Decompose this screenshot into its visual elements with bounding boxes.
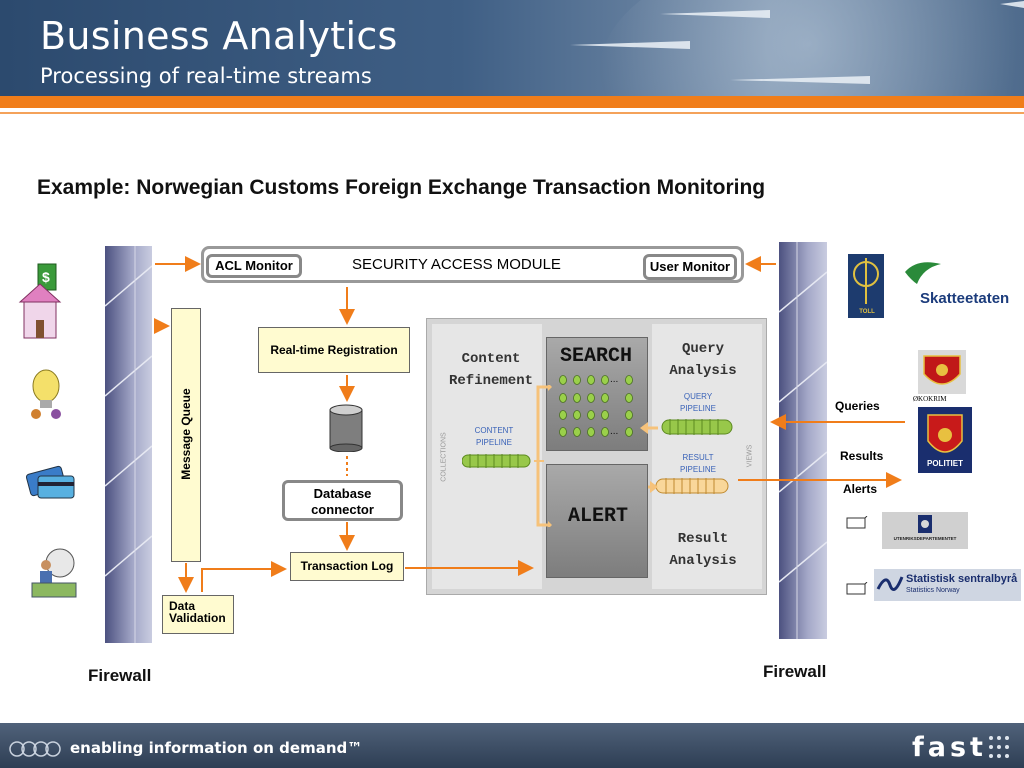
footer-bar [0, 723, 1024, 768]
page-title: Business Analytics [40, 14, 398, 58]
ssb-logo-text: Statistisk sentralbyrå [906, 573, 1018, 585]
ssb-logo-subtext: Statistics Norway [906, 587, 960, 594]
arrow-decorations [570, 1, 1024, 84]
header-banner [0, 0, 1024, 96]
search-index-grid: ... ... [559, 374, 633, 437]
skatteetaten-logo-text: Skatteetaten [920, 290, 1010, 307]
footer-tagline: enabling information on demand™ [70, 739, 363, 757]
result-analysis-label: Result Analysis [669, 531, 737, 569]
engine-right-panel [652, 324, 762, 589]
query-pipeline-coil [661, 419, 733, 435]
database-connector-box: Database connector [282, 480, 403, 521]
engine-arrows [534, 422, 658, 493]
svg-text:...: ... [610, 426, 618, 437]
alert-panel [546, 464, 648, 578]
content-refinement-label: Content Refinement [448, 351, 533, 389]
house-money-icon: $ [18, 263, 62, 339]
engine-bracket [536, 385, 552, 527]
svg-text:...: ... [610, 374, 618, 385]
okokrim-logo [918, 350, 966, 394]
orange-divider [0, 96, 1024, 108]
query-pipeline-label: QUERY PIPELINE [679, 392, 716, 413]
skatteetaten-swoosh-icon [905, 262, 941, 284]
toll-logo [848, 254, 884, 318]
results-label: Results [840, 449, 884, 463]
right-firewall-label: Firewall [763, 662, 827, 681]
svg-text:$: $ [42, 269, 50, 285]
toll-logo-text: TOLL [859, 309, 875, 315]
ud-crest-icon [918, 515, 932, 533]
left-firewall [105, 246, 152, 643]
result-pipeline-label: RESULT PIPELINE [679, 453, 716, 474]
ssb-logo: Statistisk sentralbyrå Statistics Norway [874, 569, 1021, 601]
left-firewall-label: Firewall [88, 666, 152, 685]
slide-heading: Example: Norwegian Customs Foreign Excha… [37, 176, 766, 199]
page-subtitle: Processing of real-time streams [40, 64, 372, 88]
orange-thin-divider [0, 112, 1024, 114]
security-module-label: SECURITY ACCESS MODULE [352, 256, 561, 273]
politiet-logo [918, 407, 972, 473]
database-icon [329, 404, 363, 452]
search-label: SEARCH [560, 345, 633, 368]
right-firewall [779, 242, 827, 639]
fast-dots-icon [989, 736, 1009, 758]
alerts-label: Alerts [843, 482, 878, 496]
lightbulb-people-icon [31, 369, 61, 419]
envelope-icon [846, 516, 868, 529]
user-monitor-box: User Monitor [643, 254, 737, 280]
politiet-label: POLITIET [927, 459, 963, 468]
envelope-icon [846, 582, 868, 595]
rings-logo-icon [9, 741, 61, 757]
acl-monitor-box: ACL Monitor [206, 254, 302, 278]
data-validation-box: Data Validation [162, 595, 234, 634]
query-analysis-label: Query Analysis [669, 341, 737, 379]
fast-logo: fast [912, 732, 987, 763]
realtime-registration-box: Real-time Registration [258, 327, 410, 373]
ssb-wave-icon [876, 576, 904, 591]
message-queue-box [171, 308, 201, 562]
ud-logo-text: UTENRIKSDEPARTEMENTET [893, 536, 957, 541]
ud-logo: UTENRIKSDEPARTEMENTET [882, 512, 968, 549]
okokrim-label: ØKOKRIM [913, 395, 947, 403]
content-pipeline-label: CONTENT PIPELINE [474, 426, 514, 447]
office-worker-icon [31, 548, 77, 598]
transaction-log-box: Transaction Log [290, 552, 404, 581]
content-pipeline-coil [462, 454, 531, 468]
queries-label: Queries [835, 399, 880, 413]
alert-label: ALERT [568, 505, 629, 528]
credit-cards-icon [25, 465, 75, 499]
